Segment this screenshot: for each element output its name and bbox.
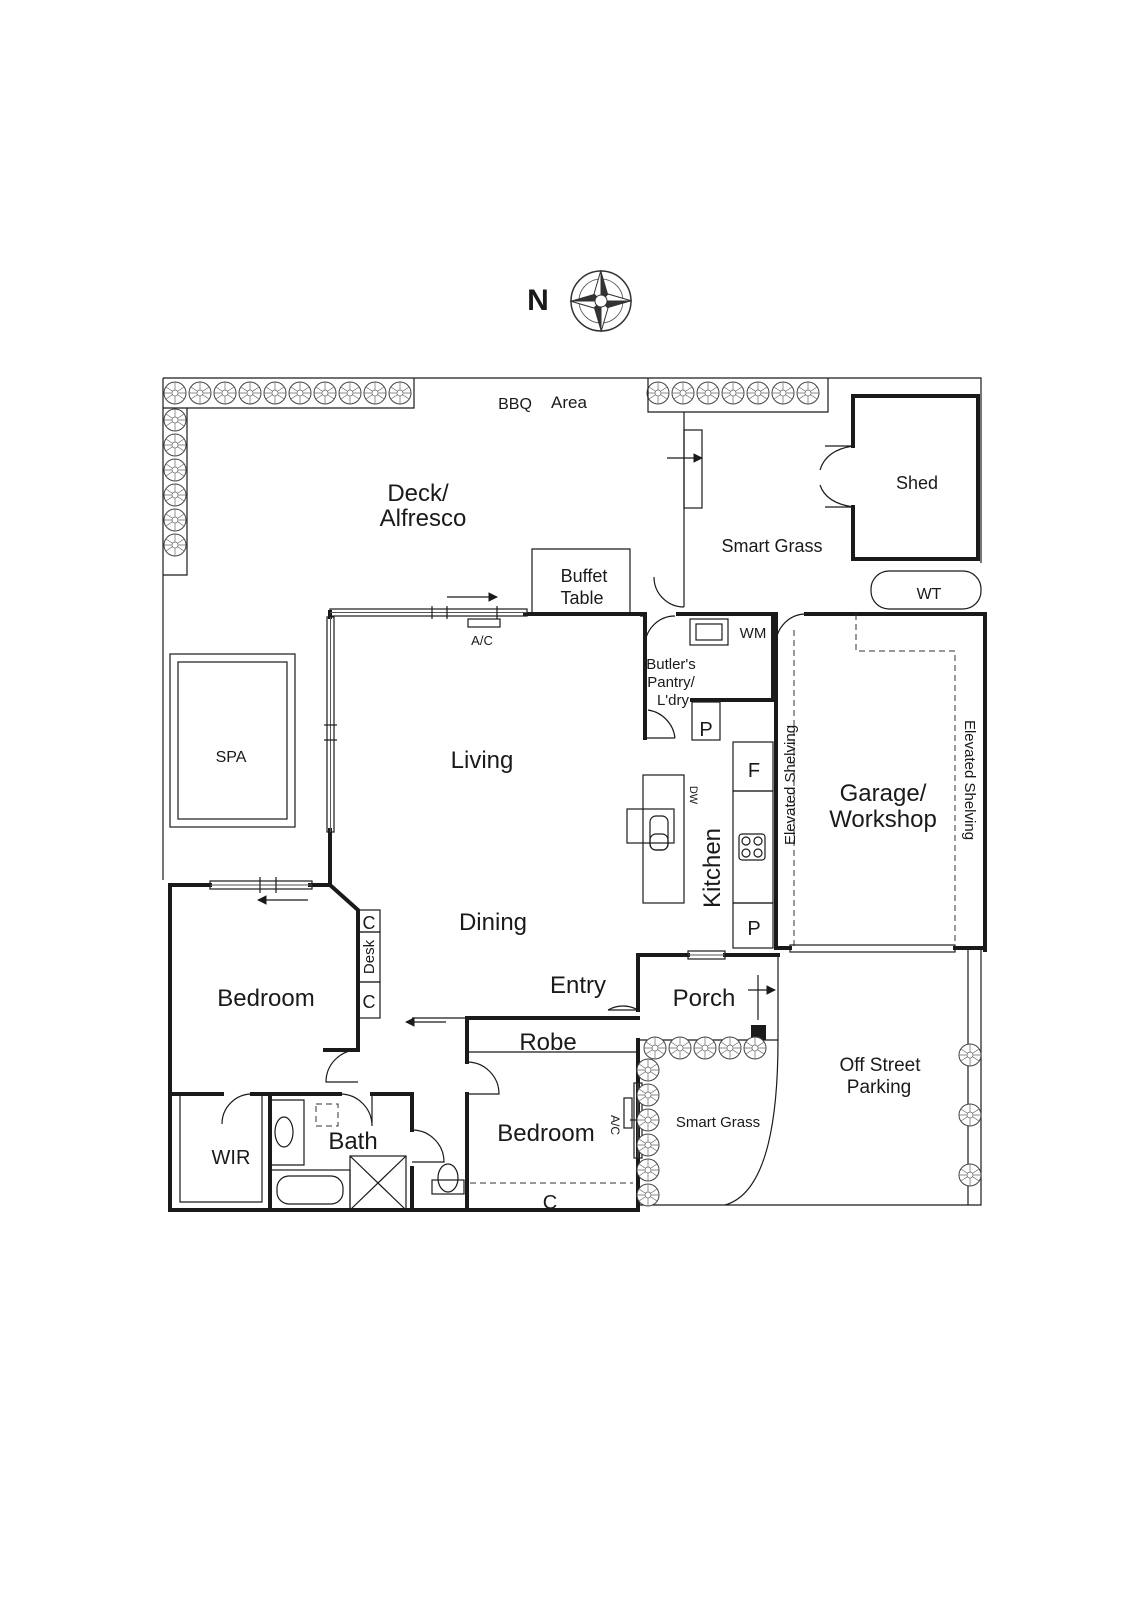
spa-outer: [169, 653, 296, 828]
cupboard-c-mid-label: C: [363, 992, 376, 1012]
driveway-gate: [724, 1039, 779, 1206]
hedge-top-left: [163, 381, 412, 405]
off-street-parking-label-line1: Off Street: [840, 1055, 922, 1076]
pantry-p-bottom-label: P: [747, 918, 760, 940]
bedroom-west-window: [209, 877, 313, 905]
garage-label-line1: Garage/: [840, 780, 927, 807]
area-label: Area: [551, 393, 587, 412]
shed-walls: [851, 394, 980, 561]
garden-door-swing: [653, 576, 685, 608]
bathroom-fixtures: [269, 1099, 465, 1211]
wt-label: WT: [917, 586, 942, 603]
wir-label: WIR: [212, 1147, 251, 1169]
porch-label: Porch: [673, 985, 736, 1012]
north-label: N: [527, 284, 549, 317]
bedroom-cupboard-label: C: [543, 1192, 557, 1214]
hedge-border-top: [163, 378, 415, 409]
cooktop: [738, 833, 766, 861]
hedge-left: [163, 408, 187, 557]
porch-post: [751, 1025, 766, 1040]
toilet-cistern: [431, 1179, 465, 1195]
cupboard-c-top-label: C: [363, 913, 376, 933]
hedge-bottom-right: [958, 1043, 982, 1187]
study-nook: [357, 909, 381, 1019]
entry-label: Entry: [550, 972, 606, 999]
spa-inner: [177, 661, 288, 820]
deck-label-line1: Deck/: [387, 480, 449, 507]
off-street-parking-label-line2: Parking: [847, 1077, 911, 1098]
porch-hedge: [643, 1036, 767, 1060]
bedroom-left-label: Bedroom: [217, 985, 314, 1012]
dining-label: Dining: [459, 909, 527, 936]
hedge-border-left: [163, 408, 188, 576]
water-tank: [870, 570, 982, 610]
bbq-label: BBQ: [498, 396, 532, 413]
house-walls: [168, 610, 987, 1212]
side-gate: [683, 429, 703, 509]
desk-label: Desk: [361, 939, 378, 974]
compass-rose: [569, 269, 633, 333]
wir-shelf: [179, 1094, 263, 1203]
wm-label: WM: [740, 625, 767, 642]
butlers-pantry: [640, 613, 775, 741]
kitchen-island: [642, 774, 685, 904]
elevated-shelving-right: [855, 614, 956, 948]
smart-grass-bottom-label: Smart Grass: [676, 1114, 760, 1131]
bathroom-vanity-basin: [274, 1116, 294, 1148]
shed-doors: [819, 445, 854, 508]
deck-label-line2: Alfresco: [380, 505, 467, 532]
hedge-top-right: [646, 381, 820, 405]
dishwasher-label: DW: [687, 786, 699, 805]
spa-label: SPA: [216, 749, 247, 766]
pantry-cupboard-bottom: [732, 902, 774, 949]
toilet: [437, 1163, 459, 1193]
ac-living-label: A/C: [471, 633, 493, 648]
buffet-label-line1: Buffet: [561, 566, 608, 586]
bedroom-right-label: Bedroom: [497, 1120, 594, 1147]
buffet-label-line2: Table: [560, 588, 603, 608]
kitchen-label: Kitchen: [699, 828, 726, 908]
ac-unit-bedroom: [623, 1097, 633, 1129]
living-north-window: [329, 592, 528, 628]
living-label: Living: [451, 747, 514, 774]
garage-label-line2: Workshop: [829, 806, 937, 833]
bath-label: Bath: [328, 1128, 377, 1155]
elevated-shelving-right-label: Elevated Shelving: [961, 720, 978, 840]
robe-label: Robe: [519, 1029, 576, 1056]
porch: [607, 950, 779, 1041]
garage-door: [789, 944, 956, 953]
buffet-table: [531, 548, 631, 612]
hedge-border-top-right: [647, 378, 829, 413]
smart-grass-top-label: Smart Grass: [721, 536, 822, 556]
washing-machine: [689, 618, 729, 646]
garage: [775, 613, 956, 953]
ac-unit-living: [467, 618, 501, 628]
living-west-window: [324, 616, 337, 833]
side-hedge: [636, 1058, 660, 1207]
pantry-label-line3: L'dry: [657, 692, 690, 709]
fridge-label: F: [748, 760, 760, 782]
pantry-cupboard-top: [691, 701, 721, 741]
pantry-label-line1: Butler's: [646, 656, 696, 673]
shower: [349, 1155, 407, 1211]
ac-bedroom-label: A/C: [608, 1115, 622, 1135]
kitchen-area: [626, 741, 774, 949]
elevated-shelving-left-label: Elevated Shelving: [782, 725, 799, 845]
pantry-label-line2: Pantry/: [647, 674, 695, 691]
pantry-p-top-label: P: [699, 719, 712, 741]
shed-label: Shed: [896, 473, 938, 493]
site-boundary: [162, 377, 982, 1206]
